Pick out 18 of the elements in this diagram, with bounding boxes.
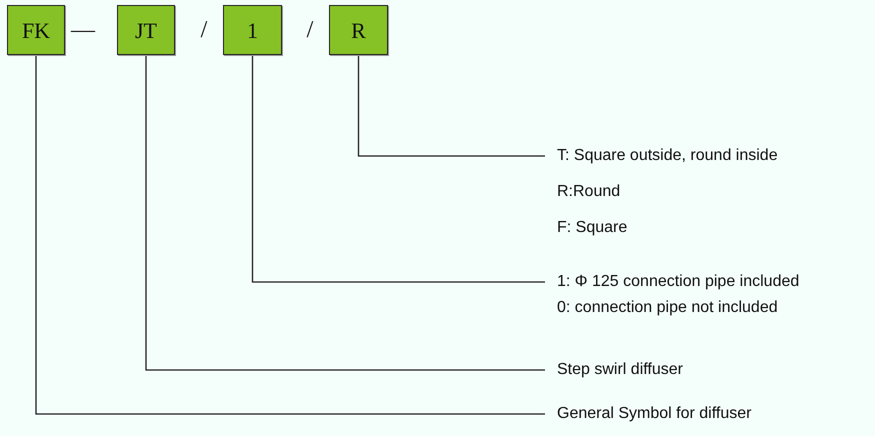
option-text: General Symbol for diffuser	[557, 404, 752, 424]
leader-line	[35, 55, 545, 415]
code-box: 1	[223, 5, 282, 55]
leader-line	[252, 55, 545, 283]
leader-line	[145, 55, 545, 371]
code-box: FK	[7, 5, 65, 55]
option-text: 1: Φ 125 connection pipe included	[557, 272, 800, 292]
option-text: T: Square outside, round inside	[557, 146, 778, 166]
leader-line	[358, 55, 545, 157]
option-text: F: Square	[557, 218, 628, 238]
option-text: R:Round	[557, 182, 622, 202]
code-box: JT	[117, 5, 175, 55]
code-box: R	[329, 5, 388, 55]
separator: /	[306, 18, 314, 42]
separator: —	[71, 18, 95, 42]
option-text: 0: connection pipe not included	[557, 298, 779, 318]
separator: /	[200, 18, 208, 42]
option-text: Step swirl diffuser	[557, 360, 683, 380]
